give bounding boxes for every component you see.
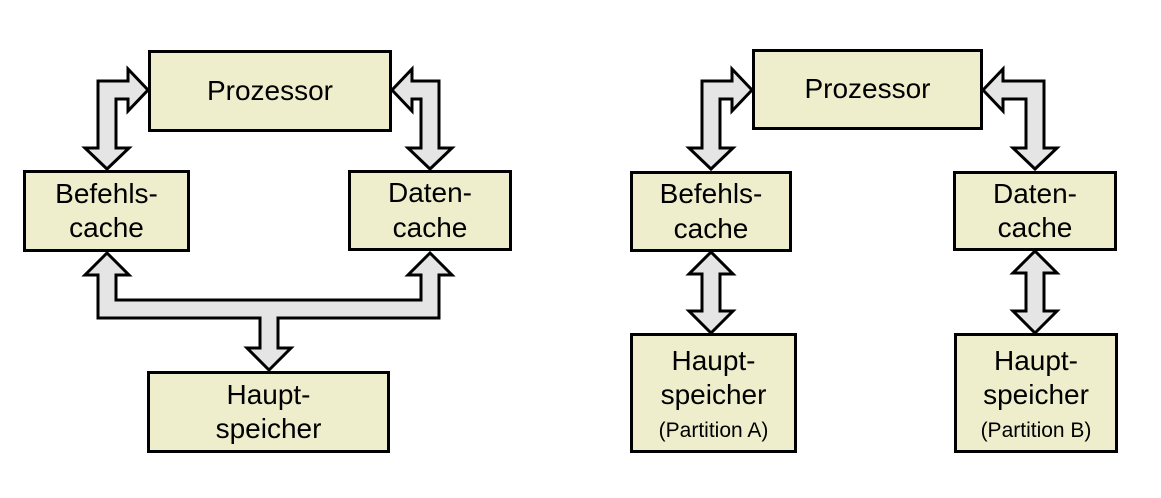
- node-instruction-cache-right-line2: cache: [673, 212, 749, 244]
- node-data-cache-right: Daten- cache: [953, 171, 1117, 251]
- node-data-cache-right-line2: cache: [997, 212, 1073, 243]
- arrow-right-instruction-cache-memory-a: [685, 249, 737, 336]
- node-main-memory-a-partition-note: (Partition A): [658, 419, 769, 443]
- node-data-cache-left-line1: Daten-: [387, 177, 473, 209]
- node-main-memory-left: Haupt- speicher: [147, 371, 390, 453]
- node-data-cache-left-line2: cache: [392, 211, 468, 243]
- node-instruction-cache-left-line2: cache: [69, 212, 144, 243]
- node-main-memory-b-line2: speicher: [983, 378, 1089, 410]
- node-processor-right: Prozessor: [752, 49, 983, 130]
- arrow-left-caches-main-memory: [81, 250, 456, 373]
- node-instruction-cache-right: Befehls- cache: [630, 171, 792, 252]
- node-data-cache-left: Daten- cache: [348, 170, 512, 251]
- node-main-memory-a-line1: Haupt-: [671, 344, 756, 376]
- node-main-memory-b-partition-note: (Partition B): [980, 419, 1092, 443]
- node-main-memory-a-line2: speicher: [660, 378, 767, 410]
- node-main-memory-left-line2: speicher: [215, 413, 322, 444]
- node-instruction-cache-right-line1: Befehls-: [659, 178, 763, 210]
- arrow-right-processor-data-cache: [980, 65, 1061, 172]
- node-instruction-cache-left-line1: Befehls-: [55, 177, 158, 209]
- node-main-memory-partition-b: Haupt- speicher (Partition B): [954, 333, 1118, 453]
- node-instruction-cache-left: Befehls- cache: [23, 170, 190, 252]
- arrow-right-data-cache-memory-b: [1009, 248, 1061, 336]
- node-processor-right-label: Prozessor: [804, 73, 931, 105]
- arrow-left-processor-instruction-cache: [81, 65, 151, 172]
- node-main-memory-partition-a: Haupt- speicher (Partition A): [630, 333, 797, 453]
- arrow-right-processor-instruction-cache: [685, 65, 755, 172]
- arrow-left-processor-data-cache: [389, 65, 456, 172]
- node-data-cache-right-line1: Daten-: [992, 177, 1078, 209]
- node-processor-left: Prozessor: [148, 50, 392, 132]
- node-main-memory-left-line1: Haupt-: [226, 378, 311, 410]
- node-processor-left-label: Prozessor: [206, 74, 334, 106]
- node-main-memory-b-line1: Haupt-: [993, 344, 1079, 376]
